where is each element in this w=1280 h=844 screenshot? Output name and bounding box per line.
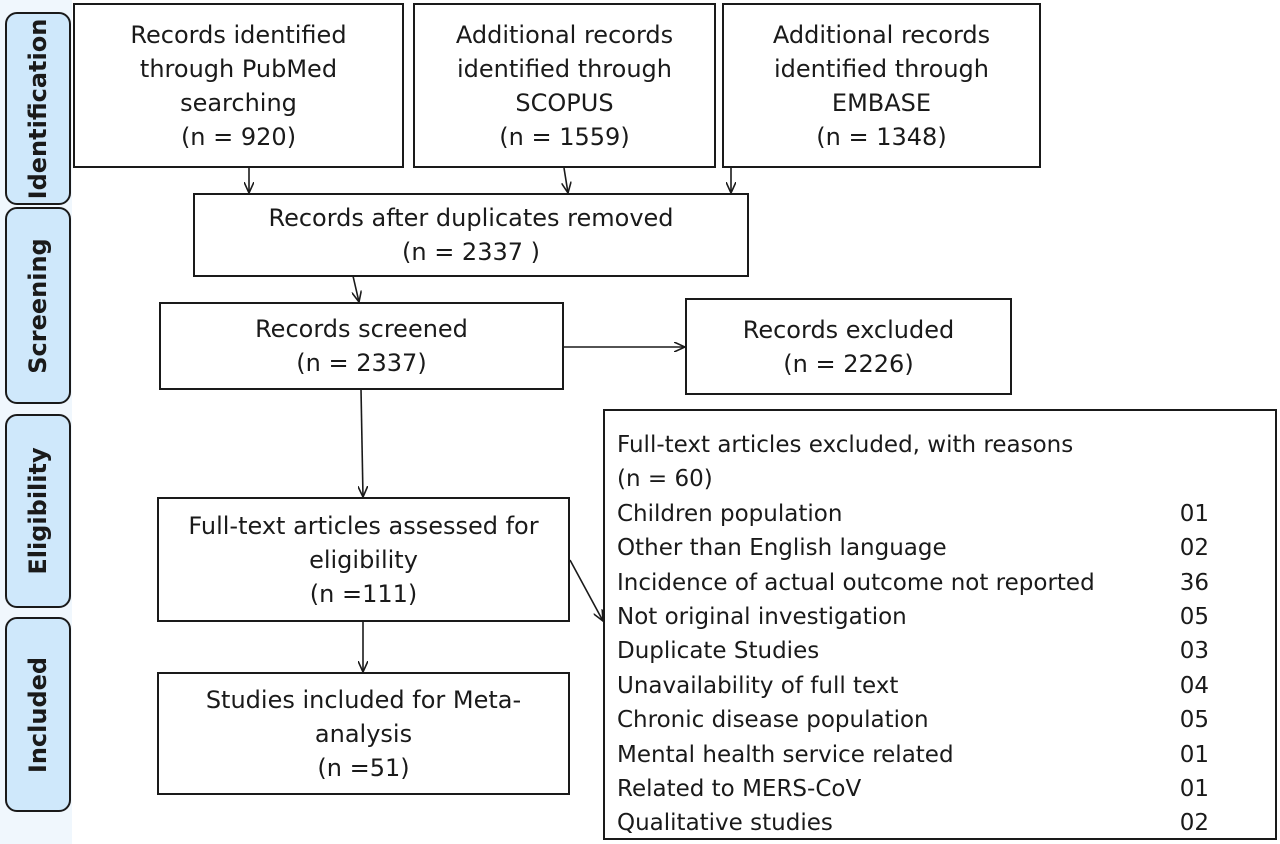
exclusion-reason-row: Duplicate Studies 03 (617, 634, 1265, 668)
reason-label: Related to MERS-CoV (617, 776, 862, 803)
box-line: Studies included for Meta- (205, 685, 522, 714)
phase-included: Included (5, 617, 71, 812)
box-line: (n = 1348) (816, 122, 947, 151)
box-line: identified through (773, 54, 989, 83)
reason-count: 05 (1179, 604, 1209, 631)
box-line: analysis (314, 719, 413, 748)
exclusion-reason-row: Other than English language 02 (617, 531, 1265, 565)
reason-count: 02 (1179, 535, 1209, 562)
box-line: Full-text articles assessed for (188, 511, 539, 540)
phase-identification-label: Identification (24, 18, 52, 199)
phase-identification: Identification (5, 12, 71, 205)
phase-eligibility: Eligibility (5, 414, 71, 608)
reason-count: 01 (1179, 776, 1209, 803)
box-line: identified through (456, 54, 672, 83)
exclusion-reason-row: Chronic disease population 05 (617, 703, 1265, 737)
phase-included-label: Included (24, 656, 52, 773)
reason-count: 03 (1179, 638, 1209, 665)
box-line: (n =111) (309, 579, 418, 608)
box-line: (n = 2337) (296, 349, 427, 377)
phase-screening: Screening (5, 207, 71, 404)
exclusion-reason-row: Children population 01 (617, 497, 1265, 531)
arrow-scopus-to-duplicates (564, 167, 568, 193)
box-records-excluded: Records excluded (n = 2226) (685, 298, 1012, 395)
box-line: Records excluded (742, 315, 955, 344)
box-embase-records: Additional records identified through EM… (722, 3, 1041, 168)
box-line: (n = 2337 ) (401, 238, 540, 266)
reason-label: Other than English language (617, 535, 947, 562)
box-line: SCOPUS (515, 88, 614, 117)
reason-label: Qualitative studies (617, 810, 833, 837)
arrow-fulltext-to-excluded-reasons (569, 559, 603, 621)
box-line: (n = 2226) (783, 349, 914, 378)
box-duplicates-removed: Records after duplicates removed (n = 23… (193, 193, 749, 277)
arrow-screened-to-fulltext (361, 388, 363, 497)
box-pubmed-records: Records identified through PubMed search… (73, 3, 404, 168)
reason-label: Duplicate Studies (617, 638, 820, 665)
reason-label: Chronic disease population (617, 707, 929, 734)
exclusion-reason-row: Incidence of actual outcome not reported… (617, 566, 1265, 600)
reason-label: Not original investigation (617, 604, 907, 631)
box-scopus-records: Additional records identified through SC… (413, 3, 716, 168)
box-line: eligibility (309, 545, 418, 574)
box-line: through PubMed (139, 54, 338, 83)
box-fulltext-assessed: Full-text articles assessed for eligibil… (157, 497, 570, 622)
box-line: searching (180, 88, 297, 117)
box-line: Records screened (255, 315, 468, 343)
reason-count: 36 (1179, 569, 1209, 596)
box-line: (n = 920) (180, 122, 297, 151)
reason-label: Children population (617, 500, 843, 527)
reason-label: Incidence of actual outcome not reported (617, 569, 1095, 596)
arrow-duplicates-to-screened (353, 275, 359, 302)
box-line: Additional records (772, 20, 991, 49)
reason-label: Mental health service related (617, 741, 954, 768)
exclusion-reason-row: Not original investigation 05 (617, 600, 1265, 634)
phase-eligibility-label: Eligibility (24, 447, 52, 575)
box-line: (n =51) (317, 753, 410, 782)
box-fulltext-excluded: Full-text articles excluded, with reason… (603, 409, 1277, 840)
box-line: (n = 1559) (499, 122, 630, 151)
box-line: Records after duplicates removed (268, 204, 674, 232)
reason-count: 01 (1179, 741, 1209, 768)
box-line: EMBASE (831, 88, 932, 117)
excluded-title: Full-text articles excluded, with reason… (617, 432, 1074, 458)
exclusion-reason-row: Qualitative studies 02 (617, 806, 1265, 840)
box-line: Additional records (455, 20, 674, 49)
exclusion-reason-row: Related to MERS-CoV 01 (617, 772, 1265, 806)
reason-count: 04 (1179, 672, 1209, 699)
exclusion-reason-row: Mental health service related 01 (617, 738, 1265, 772)
reason-count: 02 (1179, 810, 1209, 837)
phase-screening-label: Screening (24, 237, 52, 374)
box-included-studies: Studies included for Meta- analysis (n =… (157, 672, 570, 795)
excluded-count: (n = 60) (617, 466, 713, 493)
reason-count: 05 (1179, 707, 1209, 734)
box-records-screened: Records screened (n = 2337) (159, 302, 564, 390)
exclusion-reason-row: Unavailability of full text 04 (617, 669, 1265, 703)
box-line: Records identified (130, 20, 347, 49)
reason-count: 01 (1179, 500, 1209, 527)
reason-label: Unavailability of full text (617, 672, 899, 699)
